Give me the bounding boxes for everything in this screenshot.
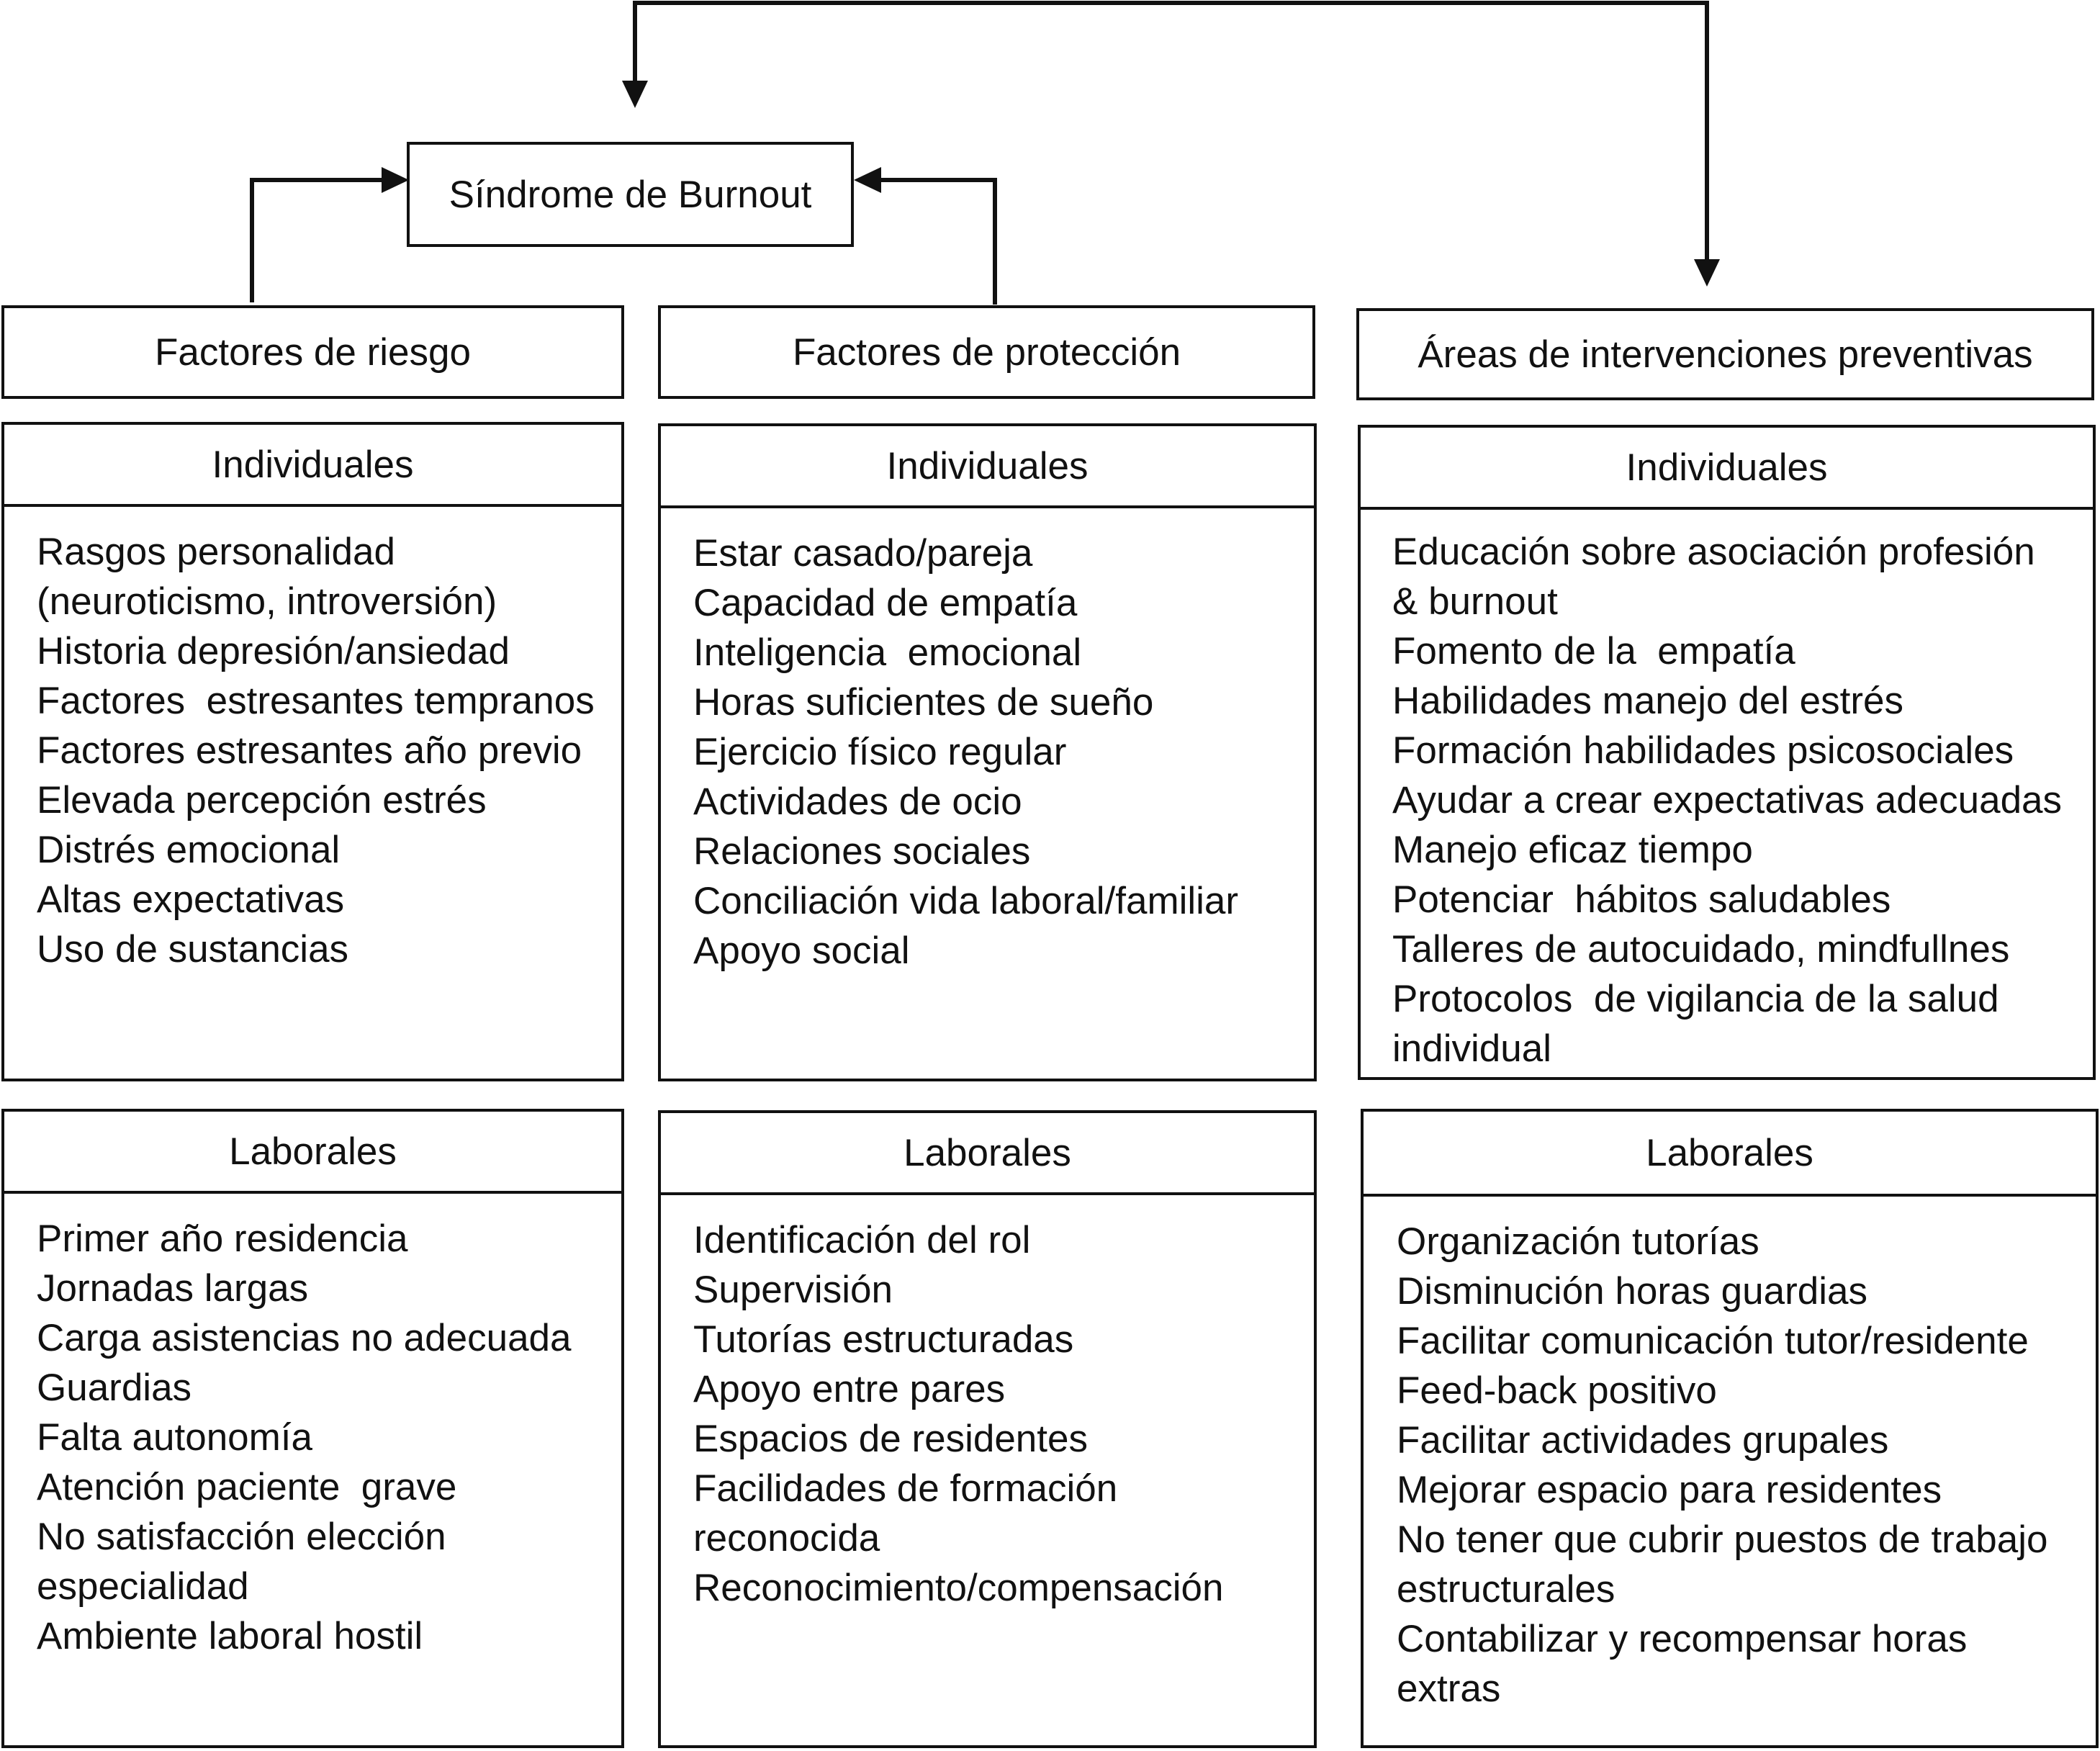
list-item: No satisfacción elección xyxy=(37,1516,446,1558)
list-item: Mejorar espacio para residentes xyxy=(1397,1469,1942,1511)
list-item: Manejo eficaz tiempo xyxy=(1392,829,1753,871)
list-item: Habilidades manejo del estrés xyxy=(1392,680,1904,722)
column-header-riesgo: Factores de riesgo xyxy=(1,305,624,399)
list-item: reconocida xyxy=(693,1517,880,1559)
list-item: Identificación del rol xyxy=(693,1219,1031,1261)
list-item: Altas expectativas xyxy=(37,878,345,921)
burnout-title: Síndrome de Burnout xyxy=(449,173,812,216)
list-item: Conciliación vida laboral/familiar xyxy=(693,880,1239,922)
list-item: especialidad xyxy=(37,1565,249,1608)
list-item: Ayudar a crear expectativas adecuadas xyxy=(1392,779,2063,822)
section-riesgo-individuales-title: Individuales xyxy=(4,425,621,507)
section-riesgo-laborales: Laborales Primer año residencia Jornadas… xyxy=(1,1109,624,1748)
list-item: Organización tutorías xyxy=(1397,1220,1759,1263)
column-header-proteccion: Factores de protección xyxy=(658,305,1315,399)
arrow-loop-head-burnout xyxy=(622,81,648,108)
list-item: Espacios de residentes xyxy=(693,1418,1088,1460)
list-item: No tener que cubrir puestos de trabajo xyxy=(1397,1518,2048,1561)
column-header-intervenciones-label: Áreas de intervenciones preventivas xyxy=(1418,333,2033,376)
list-item: Carga asistencias no adecuada xyxy=(37,1317,572,1359)
list-item: Facilitar actividades grupales xyxy=(1397,1419,1889,1462)
section-riesgo-laborales-title: Laborales xyxy=(4,1112,621,1194)
list-proteccion-laborales: Identificación del rol Supervisión Tutor… xyxy=(661,1195,1314,1613)
list-item: Apoyo entre pares xyxy=(693,1368,1006,1410)
burnout-title-box: Síndrome de Burnout xyxy=(407,142,854,247)
list-item: Elevada percepción estrés xyxy=(37,779,487,822)
list-item: Actividades de ocio xyxy=(693,780,1022,823)
list-item: Protocolos de vigilancia de la salud xyxy=(1392,978,1999,1020)
list-item: Ambiente laboral hostil xyxy=(37,1615,423,1657)
list-item: Talleres de autocuidado, mindfullnes xyxy=(1392,928,2010,971)
section-proteccion-individuales: Individuales Estar casado/pareja Capacid… xyxy=(658,423,1317,1081)
list-item: Falta autonomía xyxy=(37,1416,313,1459)
arrow-proteccion-to-burnout xyxy=(877,178,997,305)
list-item: Fomento de la empatía xyxy=(1392,630,1795,672)
list-item: & burnout xyxy=(1392,580,1558,623)
list-item: Disminución horas guardias xyxy=(1397,1270,1867,1313)
column-header-riesgo-label: Factores de riesgo xyxy=(155,330,471,374)
section-riesgo-individuales: Individuales Rasgos personalidad (neurot… xyxy=(1,422,624,1081)
list-item: Rasgos personalidad xyxy=(37,531,395,573)
list-item: estructurales xyxy=(1397,1568,1615,1611)
section-intervenciones-individuales-title: Individuales xyxy=(1361,428,2093,510)
list-item: Historia depresión/ansiedad xyxy=(37,630,510,672)
list-item: Ejercicio físico regular xyxy=(693,731,1067,773)
list-item: Uso de sustancias xyxy=(37,928,349,971)
list-item: (neuroticismo, introversión) xyxy=(37,580,497,623)
list-item: Tutorías estructuradas xyxy=(693,1318,1074,1361)
column-header-intervenciones: Áreas de intervenciones preventivas xyxy=(1356,308,2094,400)
arrow-riesgo-to-burnout xyxy=(250,178,385,302)
list-item: Factores estresantes año previo xyxy=(37,729,582,772)
section-proteccion-laborales-title: Laborales xyxy=(661,1113,1314,1195)
section-intervenciones-individuales: Individuales Educación sobre asociación … xyxy=(1358,425,2096,1080)
list-item: Factores estresantes tempranos xyxy=(37,680,595,722)
list-item: Supervisión xyxy=(693,1269,893,1311)
arrow-loop-burnout-intervenciones xyxy=(633,1,1709,261)
list-item: Facilidades de formación xyxy=(693,1467,1118,1510)
list-item: Primer año residencia xyxy=(37,1217,408,1260)
arrow-riesgo-to-burnout-head xyxy=(382,167,409,193)
section-proteccion-individuales-title: Individuales xyxy=(661,426,1314,508)
list-intervenciones-individuales: Educación sobre asociación profesión & b… xyxy=(1361,510,2093,1073)
list-riesgo-individuales: Rasgos personalidad (neuroticismo, intro… xyxy=(4,507,621,974)
list-item: Capacidad de empatía xyxy=(693,582,1078,624)
list-item: Atención paciente grave xyxy=(37,1466,457,1508)
section-intervenciones-laborales: Laborales Organización tutorías Disminuc… xyxy=(1361,1109,2099,1748)
list-item: Distrés emocional xyxy=(37,829,341,871)
arrow-loop-head-intervenciones xyxy=(1694,259,1720,287)
list-item: Formación habilidades psicosociales xyxy=(1392,729,2014,772)
list-item: Reconocimiento/compensación xyxy=(693,1567,1224,1609)
list-item: Relaciones sociales xyxy=(693,830,1031,873)
list-item: Facilitar comunicación tutor/residente xyxy=(1397,1320,2029,1362)
list-item: Jornadas largas xyxy=(37,1267,309,1310)
list-item: Apoyo social xyxy=(693,929,910,972)
list-item: Guardias xyxy=(37,1367,192,1409)
list-item: Inteligencia emocional xyxy=(693,631,1082,674)
section-proteccion-laborales: Laborales Identificación del rol Supervi… xyxy=(658,1110,1317,1748)
arrow-proteccion-to-burnout-head xyxy=(854,167,881,193)
list-item: extras xyxy=(1397,1667,1501,1710)
list-intervenciones-laborales: Organización tutorías Disminución horas … xyxy=(1364,1197,2096,1714)
list-item: Estar casado/pareja xyxy=(693,532,1033,575)
list-riesgo-laborales: Primer año residencia Jornadas largas Ca… xyxy=(4,1194,621,1661)
list-item: individual xyxy=(1392,1027,1551,1070)
column-header-proteccion-label: Factores de protección xyxy=(792,330,1181,374)
list-item: Contabilizar y recompensar horas xyxy=(1397,1618,1968,1660)
list-item: Feed-back positivo xyxy=(1397,1369,1717,1412)
list-item: Educación sobre asociación profesión xyxy=(1392,531,2035,573)
list-proteccion-individuales: Estar casado/pareja Capacidad de empatía… xyxy=(661,508,1314,976)
list-item: Potenciar hábitos saludables xyxy=(1392,878,1891,921)
section-intervenciones-laborales-title: Laborales xyxy=(1364,1112,2096,1197)
list-item: Horas suficientes de sueño xyxy=(693,681,1154,724)
